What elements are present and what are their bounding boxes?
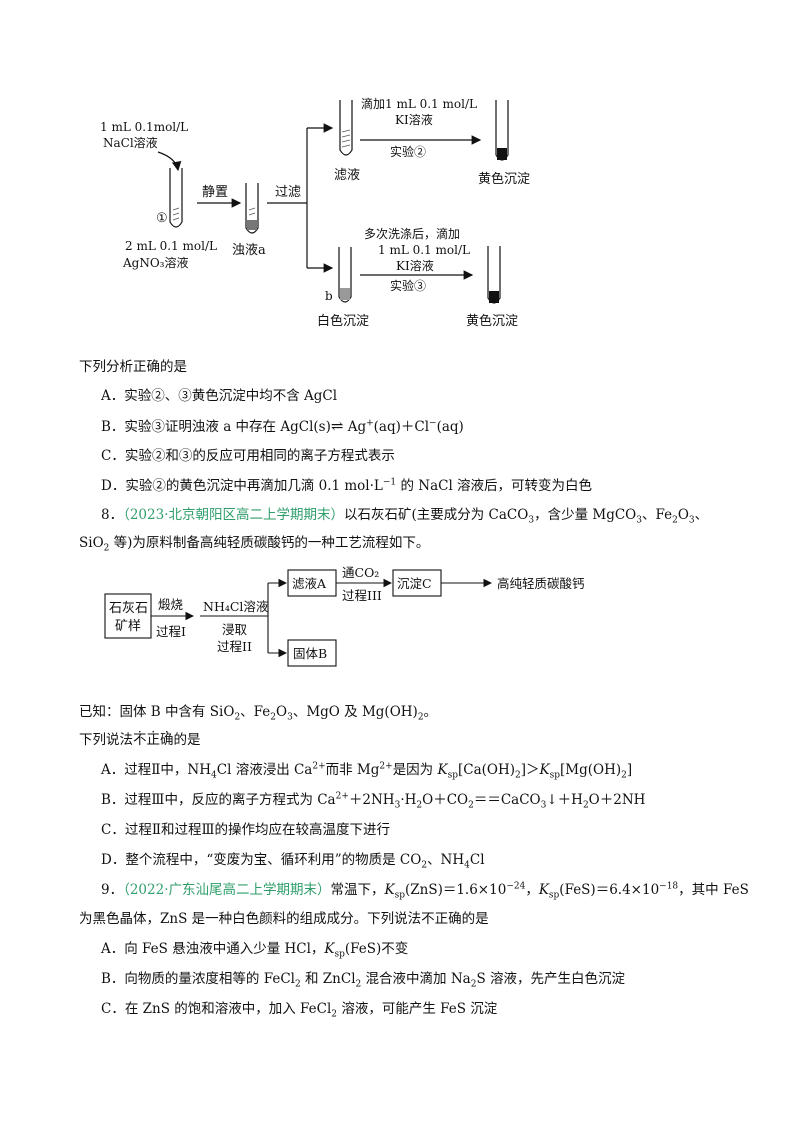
ore-line1: 石灰石 <box>109 601 148 616</box>
calcine-label: 煅烧 <box>158 597 184 612</box>
q8-known: 已知：固体 B 中含有 SiO2、Fe2O3、MgO 及 Mg(OH)2。 <box>79 704 438 723</box>
cloudy-liquid-label: 浊液a <box>232 243 266 258</box>
q7-option-c: C．实验②和③的反应可用相同的离子方程式表示 <box>101 448 395 464</box>
q9-option-b: B．向物质的量浓度相等的 FeCl2 和 ZnCl2 混合液中滴加 Na2S 溶… <box>101 971 625 990</box>
exp2-line2: KI溶液 <box>395 112 433 127</box>
exp3-line2: 1 mL 0.1 mol/L <box>378 243 470 257</box>
q7-stem: 下列分析正确的是 <box>79 359 187 375</box>
q8-option-a: A．过程Ⅱ中，NH4Cl 溶液浸出 Ca2+而非 Mg2+是因为 Ksp[Ca(… <box>101 761 633 781</box>
exp3-line4: 实验③ <box>390 278 426 293</box>
ore-line2: 矿样 <box>115 619 141 634</box>
q8-option-b: B．过程Ⅲ中，反应的离子方程式为 Ca2+＋2NH3·H2O＋CO2＝＝CaCO… <box>101 791 646 811</box>
q8-stem-line1: 8．（2023·北京朝阳区高二上学期期末）以石灰石矿(主要成分为 CaCO3，含… <box>101 507 709 526</box>
nh4cl-label: NH₄Cl溶液 <box>203 599 269 614</box>
q7-option-d: D．实验②的黄色沉淀中再滴加几滴 0.1 mol·L−1 的 NaCl 溶液后，… <box>101 477 593 494</box>
test-tube-filtrate <box>339 100 353 156</box>
q8-option-c: C．过程Ⅱ和过程Ⅲ的操作均应在较高温度下进行 <box>101 822 391 838</box>
exp2-line1: 滴加1 mL 0.1 mol/L <box>361 96 477 111</box>
experiment-diagram: 1 mL 0.1mol/L NaCl溶液 ① 2 mL 0.1 mol/L Ag… <box>100 96 530 329</box>
yellow-ppt-bottom-label: 黄色沉淀 <box>466 313 518 329</box>
process3-label: 过程III <box>342 588 382 603</box>
reagent1-line2: NaCl溶液 <box>103 135 158 150</box>
q9-stem-line2: 为黑色晶体，ZnS 是一种白色颜料的组成成分。下列说法不正确的是 <box>79 911 489 927</box>
ppt-c-label: 沉淀C <box>397 576 432 591</box>
exp3-line3: KI溶液 <box>396 258 434 273</box>
q7-option-a: A．实验②、③黄色沉淀中均不含 AgCl <box>101 388 338 404</box>
reagent1-line1: 1 mL 0.1mol/L <box>100 120 188 134</box>
filter-label: 过滤 <box>275 185 301 200</box>
filtrate-label: 滤液 <box>334 168 360 183</box>
filtrate-a-label: 滤液A <box>292 576 327 591</box>
process1-label: 过程I <box>156 624 186 639</box>
q8-question: 下列说法不正确的是 <box>79 730 201 750</box>
q8-source: （2023·北京朝阳区高二上学期期末） <box>123 507 344 523</box>
exp3-line1: 多次洗涤后，滴加 <box>364 226 460 241</box>
q9-stem-line1: 9．（2022·广东汕尾高二上学期期末）常温下，Ksp(ZnS)＝1.6×10−… <box>101 881 749 901</box>
q7-option-b: B．实验③证明浊液 a 中存在 AgCl(s)⇌ Ag+(aq)＋Cl−(aq) <box>101 417 464 435</box>
test-tube-1 <box>169 168 183 228</box>
q9-option-a: A．向 FeS 悬浊液中通入少量 HCl，Ksp(FeS)不变 <box>101 941 409 960</box>
yellow-ppt-top-label: 黄色沉淀 <box>478 171 530 187</box>
q9-option-c: C．在 ZnS 的饱和溶液中，加入 FeCl2 溶液，可能产生 FeS 沉淀 <box>101 1001 498 1020</box>
solid-b-box <box>287 639 337 667</box>
solid-b-label: 固体B <box>293 646 327 661</box>
q8-stem-line2: SiO2 等)为原料制备高纯轻质碳酸钙的一种工艺流程如下。 <box>79 535 430 554</box>
test-tube-b <box>338 247 352 303</box>
tube1-label: ① <box>156 211 168 226</box>
leach-label: 浸取 <box>222 622 248 637</box>
exp2-line3: 实验② <box>390 144 426 159</box>
process2-label: 过程II <box>217 639 252 654</box>
white-ppt-label: 白色沉淀 <box>317 313 369 329</box>
process-flowchart: 石灰石 矿样 煅烧 过程I NH₄Cl溶液 浸取 过程II 滤液A 通CO₂ 过… <box>104 565 585 667</box>
reagent2-line2: AgNO₃溶液 <box>122 255 189 270</box>
tube-b-label: b <box>325 289 333 303</box>
test-tube-a <box>245 183 259 234</box>
q9-source: （2022·广东汕尾高二上学期期末） <box>123 882 331 898</box>
standing-label: 静置 <box>202 185 228 200</box>
pass-co2-label: 通CO₂ <box>342 565 379 580</box>
q8-option-d: D．整个流程中，“变废为宝、循环利用”的物质是 CO2、NH4Cl <box>101 852 485 871</box>
reagent2-line1: 2 mL 0.1 mol/L <box>125 239 217 253</box>
product-label: 高纯轻质碳酸钙 <box>497 576 585 591</box>
